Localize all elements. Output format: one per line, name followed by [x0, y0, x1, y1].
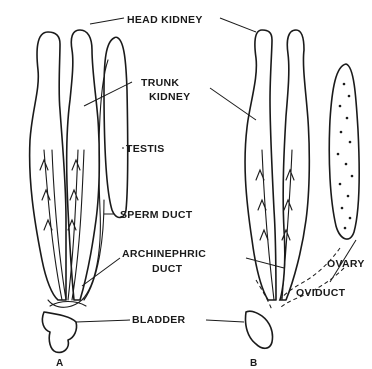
bladder-b: [245, 311, 272, 348]
panel-label-a: A: [56, 358, 63, 369]
label-bladder: BLADDER: [132, 314, 186, 326]
label-oviduct: OVIDUCT: [296, 287, 346, 299]
label-trunk-kidney-line2: KIDNEY: [149, 91, 190, 103]
left-kidney-b: [245, 30, 276, 300]
testis: [104, 37, 128, 217]
ovary-dots: [337, 83, 354, 230]
label-sperm-duct: SPERM DUCT: [120, 209, 193, 221]
label-head-kidney: HEAD KIDNEY: [127, 14, 203, 26]
panel-a-male-system: [30, 18, 132, 352]
label-archinephric-line2: DUCT: [152, 263, 183, 275]
right-kidney-b: [280, 30, 309, 300]
label-trunk-kidney-line1: TRUNK: [141, 77, 179, 89]
bladder-a: [42, 312, 76, 352]
panel-label-b: B: [250, 358, 257, 369]
label-testis: TESTIS: [126, 143, 165, 155]
ovary: [329, 64, 359, 239]
label-archinephric-line1: ARCHINEPHRIC: [122, 248, 206, 260]
label-ovary: OVARY: [327, 258, 365, 270]
